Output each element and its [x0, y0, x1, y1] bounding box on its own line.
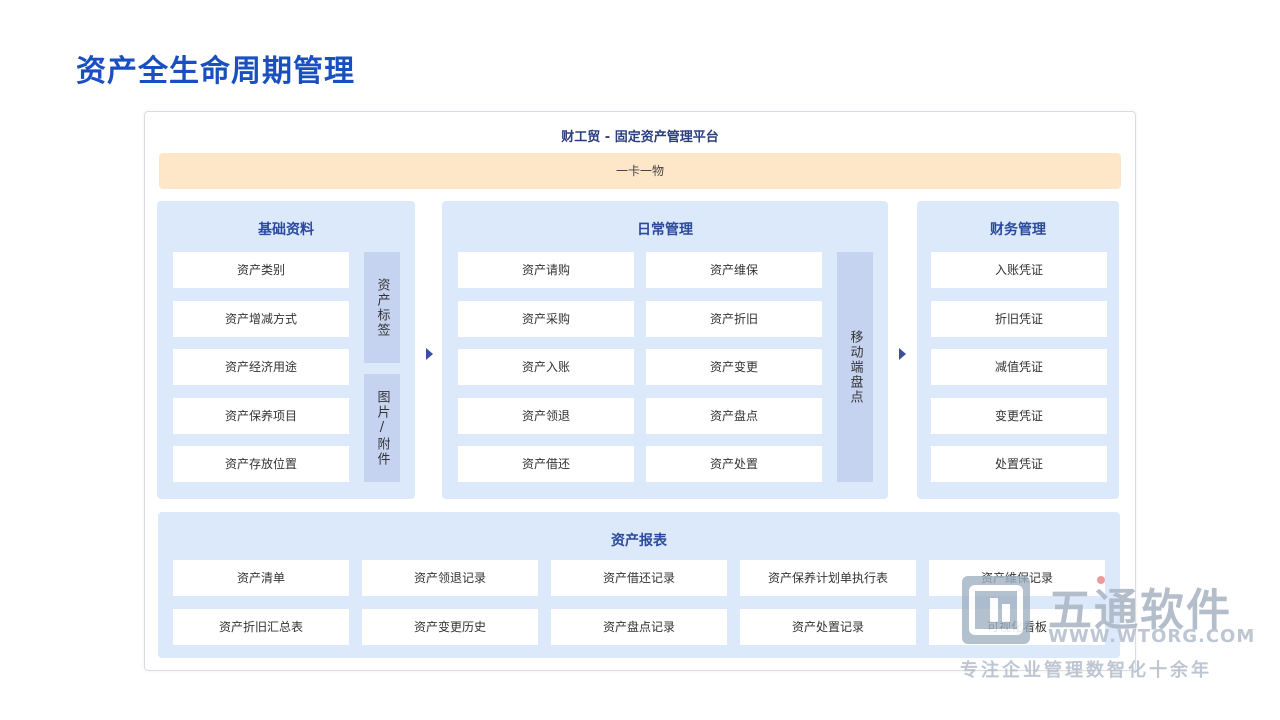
mobile-inventory-label: 移动端盘点 [837, 252, 873, 482]
finance-item: 折旧凭证 [931, 301, 1107, 337]
daily-item: 资产请购 [458, 252, 634, 288]
basic-item: 资产经济用途 [173, 349, 349, 385]
finance-panel: 财务管理 入账凭证 折旧凭证 减值凭证 变更凭证 处置凭证 [917, 201, 1119, 499]
basic-panel: 基础资料 资产类别 资产增减方式 资产经济用途 资产保养项目 资产存放位置 资产… [157, 201, 415, 499]
report-item: 资产折旧汇总表 [173, 609, 349, 645]
daily-item: 资产采购 [458, 301, 634, 337]
daily-item: 资产维保 [646, 252, 822, 288]
daily-panel: 日常管理 资产请购 资产采购 资产入账 资产领退 资产借还 资产维保 资产折旧 … [442, 201, 888, 499]
daily-item: 资产变更 [646, 349, 822, 385]
daily-item: 资产处置 [646, 446, 822, 482]
finance-panel-title: 财务管理 [990, 222, 1046, 238]
report-item: 资产处置记录 [740, 609, 916, 645]
brand-slogan: 专注企业管理数智化十余年 [960, 660, 1212, 681]
report-item: 资产清单 [173, 560, 349, 596]
finance-item: 减值凭证 [931, 349, 1107, 385]
asset-tag-label: 资产标签 [364, 252, 400, 363]
page-title: 资产全生命周期管理 [76, 54, 355, 89]
report-item: 资产保养计划单执行表 [740, 560, 916, 596]
basic-item: 资产类别 [173, 252, 349, 288]
basic-item: 资产保养项目 [173, 398, 349, 434]
report-item: 资产借还记录 [551, 560, 727, 596]
platform-title: 财工贸 - 固定资产管理平台 [561, 130, 719, 145]
daily-item: 资产领退 [458, 398, 634, 434]
arrow-right-icon [899, 348, 906, 360]
finance-item: 变更凭证 [931, 398, 1107, 434]
daily-item: 资产借还 [458, 446, 634, 482]
report-item: 资产变更历史 [362, 609, 538, 645]
report-item: 资产盘点记录 [551, 609, 727, 645]
basic-panel-title: 基础资料 [258, 222, 314, 238]
daily-panel-title: 日常管理 [637, 222, 693, 238]
arrow-right-icon [426, 348, 433, 360]
basic-item: 资产增减方式 [173, 301, 349, 337]
brand-url: WWW.WTORG.COM [1048, 626, 1256, 647]
logo-dot-icon [1097, 576, 1105, 584]
report-item: 资产领退记录 [362, 560, 538, 596]
attachment-label: 图片/附件 [364, 374, 400, 482]
brand-name: 五通软件 [1048, 585, 1232, 636]
finance-item: 处置凭证 [931, 446, 1107, 482]
basic-item: 资产存放位置 [173, 446, 349, 482]
wutong-logo-icon [962, 576, 1030, 644]
daily-item: 资产入账 [458, 349, 634, 385]
daily-item: 资产盘点 [646, 398, 822, 434]
reports-panel-title: 资产报表 [611, 533, 667, 549]
daily-item: 资产折旧 [646, 301, 822, 337]
watermark-logo: 五通软件 WWW.WTORG.COM 专注企业管理数智化十余年 [960, 574, 1260, 684]
reports-panel: 资产报表 资产清单 资产领退记录 资产借还记录 资产保养计划单执行表 资产维保记… [158, 512, 1120, 658]
finance-item: 入账凭证 [931, 252, 1107, 288]
card-bar: 一卡一物 [159, 153, 1121, 189]
